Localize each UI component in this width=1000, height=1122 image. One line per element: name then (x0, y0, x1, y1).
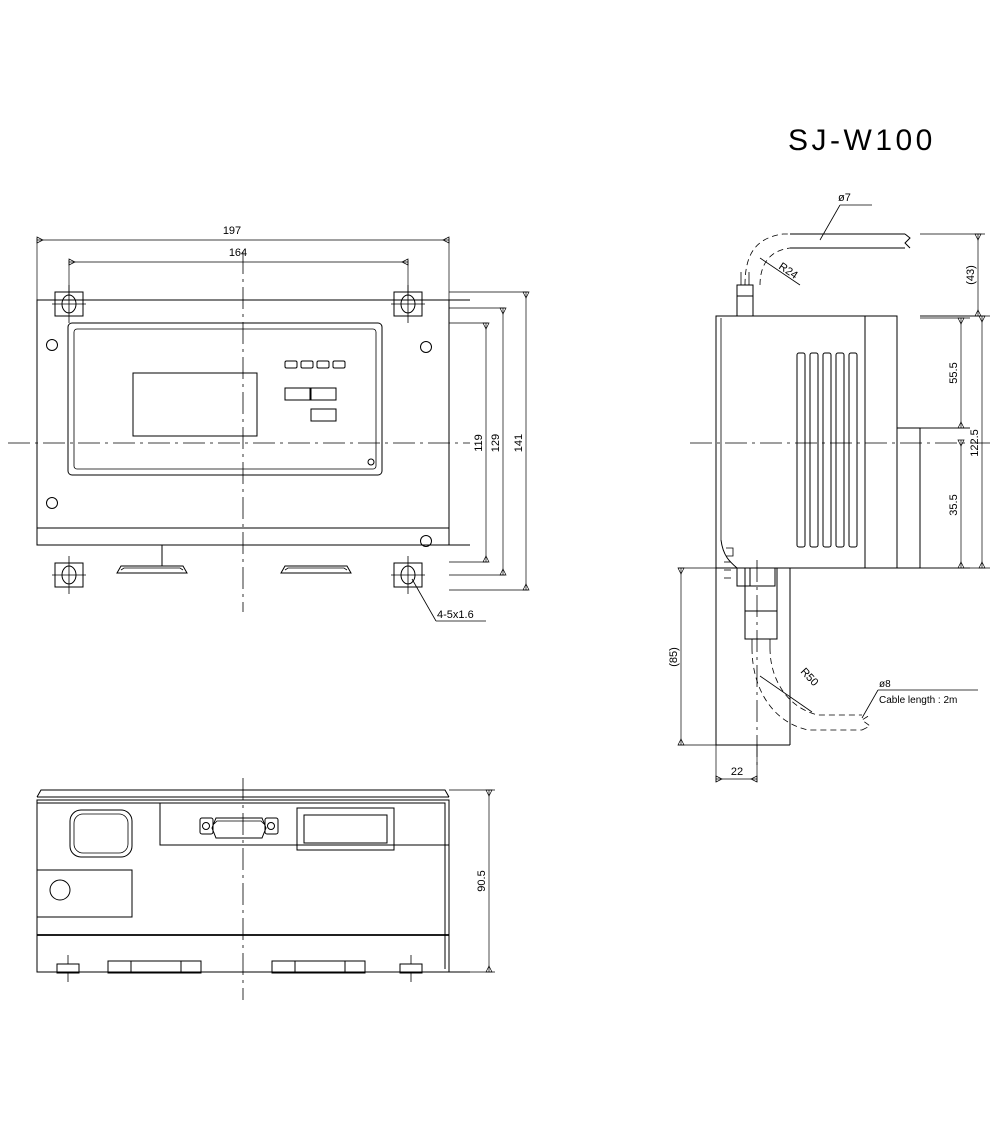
dim-mounting-width: 164 (68, 247, 409, 296)
vent-slot-5 (848, 352, 858, 548)
dim-label-35-5: 35.5 (948, 494, 960, 515)
bottom-rect-port (296, 807, 395, 851)
bottom-cover-edge (36, 789, 450, 798)
front-button-lower[interactable] (310, 408, 337, 422)
dim-label-122-5: 122.5 (969, 429, 981, 457)
side-view: ø7 R24 (668, 192, 990, 783)
bottom-tab-left-3 (180, 960, 202, 974)
callout-label-diameter-8: ø8 (879, 679, 891, 690)
mounting-tab-bottom-left (52, 556, 86, 594)
dim-label-197: 197 (223, 225, 241, 237)
display-window (132, 372, 258, 437)
led-indicator-1 (284, 360, 298, 369)
bottom-panel-circle (49, 879, 71, 901)
dim-overall-height: 141 (449, 291, 530, 591)
dim-inner-height: 119 (449, 322, 490, 563)
front-button-left[interactable] (284, 387, 311, 401)
front-body-outline (36, 299, 450, 546)
side-lower-outline (715, 568, 790, 746)
front-screw-hole-bottomleft (46, 497, 58, 509)
callout-label-r50: R50 (798, 666, 821, 689)
bottom-tab-right-1 (271, 960, 296, 974)
bottom-body-inner (37, 802, 446, 969)
side-body-outline (715, 315, 898, 569)
side-cable-connector (744, 567, 778, 648)
dim-side-lower-block: 35.5 (920, 427, 970, 569)
mounting-tab-bottom-right (391, 556, 425, 594)
dim-side-lower-height: (85) (668, 567, 716, 746)
callout-mounting-hole: 4-5x1.6 (411, 578, 486, 622)
side-right-block (896, 427, 921, 569)
bottom-tab-left-2 (130, 960, 182, 974)
dim-bottom-depth: 90.5 (449, 789, 495, 973)
callout-label-mounting-hole: 4-5x1.6 (437, 609, 474, 621)
dim-side-base-width: 22 (715, 745, 758, 783)
bottom-view: 90.5 (36, 778, 495, 1000)
callout-top-cable-diameter: ø7 (819, 192, 872, 241)
front-bezel-outer (67, 322, 383, 476)
dim-label-129: 129 (490, 434, 502, 452)
vent-slot-3 (822, 352, 832, 548)
drawing-title: SJ-W100 (788, 124, 936, 157)
dim-label-164: 164 (229, 247, 247, 259)
vent-slot-4 (835, 352, 845, 548)
dim-side-upper-block: 55.5 (920, 317, 970, 429)
front-screw-hole-bottomright (420, 535, 432, 547)
dim-label-85: (85) (668, 647, 680, 667)
led-indicator-4 (332, 360, 346, 369)
dsub-lug-right (264, 817, 279, 835)
bottom-tab-right-2 (294, 960, 346, 974)
callout-bottom-cable: ø8 Cable length : 2m (861, 679, 978, 719)
top-cable (744, 233, 911, 286)
dsub-lug-left (199, 817, 214, 835)
front-button-right[interactable] (310, 387, 337, 401)
side-lower-profile (720, 539, 776, 587)
dim-side-top-section: (43) (920, 233, 985, 317)
front-indicator-dot (367, 458, 375, 466)
bottom-cable (751, 647, 871, 731)
dsub-screw-right (267, 822, 275, 830)
callout-label-cable-length: Cable length : 2m (879, 695, 957, 706)
bottom-square-opening-outer (69, 809, 133, 858)
callout-label-diameter-7: ø7 (838, 192, 851, 204)
dim-side-overall-height: 122.5 (920, 315, 990, 569)
dim-label-90-5: 90.5 (476, 870, 488, 891)
dim-mid-height: 129 (449, 307, 507, 576)
dim-label-119: 119 (473, 434, 485, 452)
dim-label-22: 22 (731, 766, 743, 778)
led-indicator-2 (300, 360, 314, 369)
dsub-screw-left (202, 822, 210, 830)
front-view: 197 164 119 129 (8, 225, 530, 622)
vent-slot-1 (796, 352, 806, 548)
callout-label-r24: R24 (776, 261, 799, 282)
dsub-connector (199, 817, 279, 839)
front-screw-hole-topright (420, 341, 432, 353)
vent-slot-2 (809, 352, 819, 548)
bottom-shoulder (159, 803, 449, 846)
front-screw-hole-topleft (46, 339, 58, 351)
dim-label-43: (43) (965, 265, 977, 285)
bottom-tab-left-1 (107, 960, 132, 974)
callout-top-bend-radius: R24 (759, 257, 801, 286)
dim-label-141: 141 (513, 434, 525, 452)
led-indicator-3 (316, 360, 330, 369)
side-top-connector (736, 272, 754, 317)
bottom-square-opening-inner (73, 813, 129, 854)
front-foot-left (116, 565, 188, 574)
front-bezel-inner (73, 328, 377, 470)
dim-overall-width: 197 (36, 225, 450, 300)
front-foot-right (280, 565, 352, 574)
dim-label-55-5: 55.5 (948, 362, 960, 383)
bottom-tab-right-3 (344, 960, 366, 974)
bottom-left-panel (36, 869, 133, 918)
